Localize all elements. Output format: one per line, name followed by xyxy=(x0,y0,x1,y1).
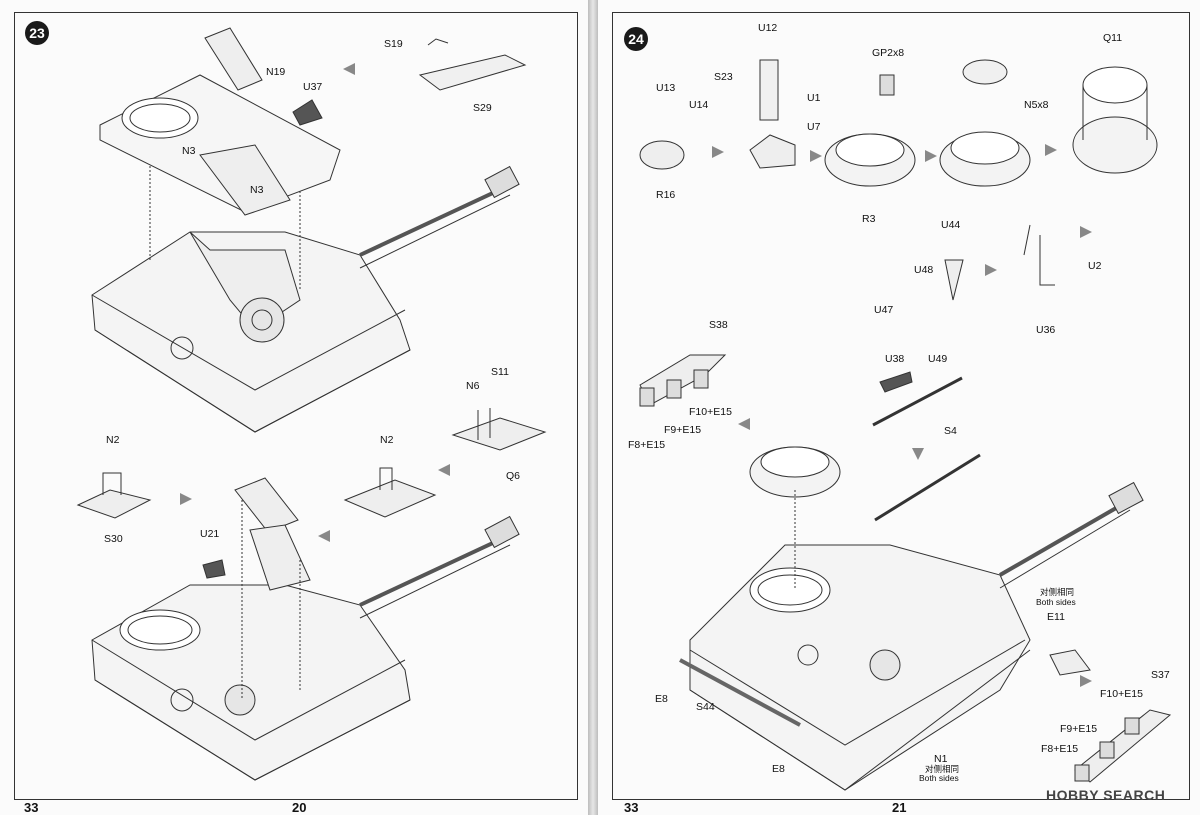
left-page-frame xyxy=(14,12,578,800)
part-label-s29: S29 xyxy=(473,102,492,114)
part-label-u44: U44 xyxy=(941,219,961,231)
part-label-n1: N1 xyxy=(934,753,948,765)
page-gutter xyxy=(588,0,598,815)
part-label-f10-e15-a: F10+E15 xyxy=(689,406,732,418)
part-label-q6: Q6 xyxy=(506,470,521,482)
cupola-parts-row xyxy=(639,59,1158,187)
part-label-n6: N6 xyxy=(466,380,480,392)
part-label-q11: Q11 xyxy=(1103,32,1123,44)
part-label-r16: R16 xyxy=(656,189,676,201)
part-label-u7: U7 xyxy=(807,121,821,133)
right-page-number: 21 xyxy=(892,800,907,815)
part-label-s30: S30 xyxy=(104,533,123,545)
part-label-u12: U12 xyxy=(758,22,778,34)
part-label-s23: S23 xyxy=(714,71,733,83)
part-label-u36: U36 xyxy=(1036,324,1056,336)
part-label-u14: U14 xyxy=(689,99,709,111)
part-label-u48: U48 xyxy=(914,264,934,276)
watermark-hobby-search: HOBBY SEARCH xyxy=(1046,787,1166,803)
part-label-f9-e15-a: F9+E15 xyxy=(664,424,702,436)
part-label-f8-e15-b: F8+E15 xyxy=(1041,743,1079,755)
part-label-n2-b: N2 xyxy=(380,434,394,446)
tool-parts-bottom-right xyxy=(1049,649,1172,783)
n2-plate-right xyxy=(343,467,437,518)
upper-deck-plate xyxy=(99,74,341,216)
part-label-u38: U38 xyxy=(885,353,905,365)
part-label-n19: N19 xyxy=(266,66,286,78)
part-label-s19: S19 xyxy=(384,38,403,50)
part-label-u21: U21 xyxy=(200,528,220,540)
part-label-s44: S44 xyxy=(696,701,715,713)
part-label-e8-b: E8 xyxy=(772,763,785,775)
part-label-n5x8: N5x8 xyxy=(1024,99,1049,111)
part-label-s11: S11 xyxy=(491,366,509,378)
part-label-n3-b: N3 xyxy=(250,184,264,196)
periscope-parts xyxy=(944,224,1055,301)
hull-bottom-assembly xyxy=(91,477,520,781)
part-label-gp2x8: GP2x8 xyxy=(872,47,905,59)
part-label-e8-a: E8 xyxy=(655,693,668,705)
part-label-s38: S38 xyxy=(709,319,728,331)
hull-top-assembly xyxy=(91,150,520,433)
step-24-badge: 24 xyxy=(624,27,648,51)
n1-both-sides-cn: 对侧相同 xyxy=(925,764,960,774)
part-label-u2: U2 xyxy=(1088,260,1102,272)
part-label-u47: U47 xyxy=(874,304,894,316)
part-label-u13: U13 xyxy=(656,82,676,94)
part-label-n2-a: N2 xyxy=(106,434,120,446)
hull-right-assembly xyxy=(679,446,1144,791)
part-label-f10-e15-b: F10+E15 xyxy=(1100,688,1143,700)
step-23-badge: 23 xyxy=(25,21,49,45)
part-label-f9-e15-b: F9+E15 xyxy=(1060,723,1098,735)
part-label-u49: U49 xyxy=(928,353,948,365)
part-label-n3-a: N3 xyxy=(182,145,196,157)
vision-block-parts xyxy=(639,354,727,407)
machine-gun-mounted xyxy=(874,453,981,522)
machine-gun xyxy=(872,371,963,427)
both-sides-note-en: Both sides xyxy=(1036,597,1076,607)
right-page-edge-number: 33 xyxy=(624,800,639,815)
part-label-s4: S4 xyxy=(944,425,957,437)
right-page-frame xyxy=(612,12,1190,800)
part-label-u37: U37 xyxy=(303,81,323,93)
part-label-r3: R3 xyxy=(862,213,876,225)
both-sides-note-cn: 对侧相同 xyxy=(1040,587,1075,597)
left-page-edge-number: 33 xyxy=(24,800,39,815)
hatch-parts-top xyxy=(204,27,527,126)
part-label-f8-e15-a: F8+E15 xyxy=(628,439,666,451)
n1-both-sides-en: Both sides xyxy=(919,773,959,783)
q6-plate xyxy=(451,408,547,451)
left-page-number: 20 xyxy=(292,800,307,815)
s30-plate xyxy=(76,472,152,519)
part-label-e11: E11 xyxy=(1047,611,1065,623)
part-label-u1: U1 xyxy=(807,92,821,104)
part-label-s37: S37 xyxy=(1151,669,1170,681)
